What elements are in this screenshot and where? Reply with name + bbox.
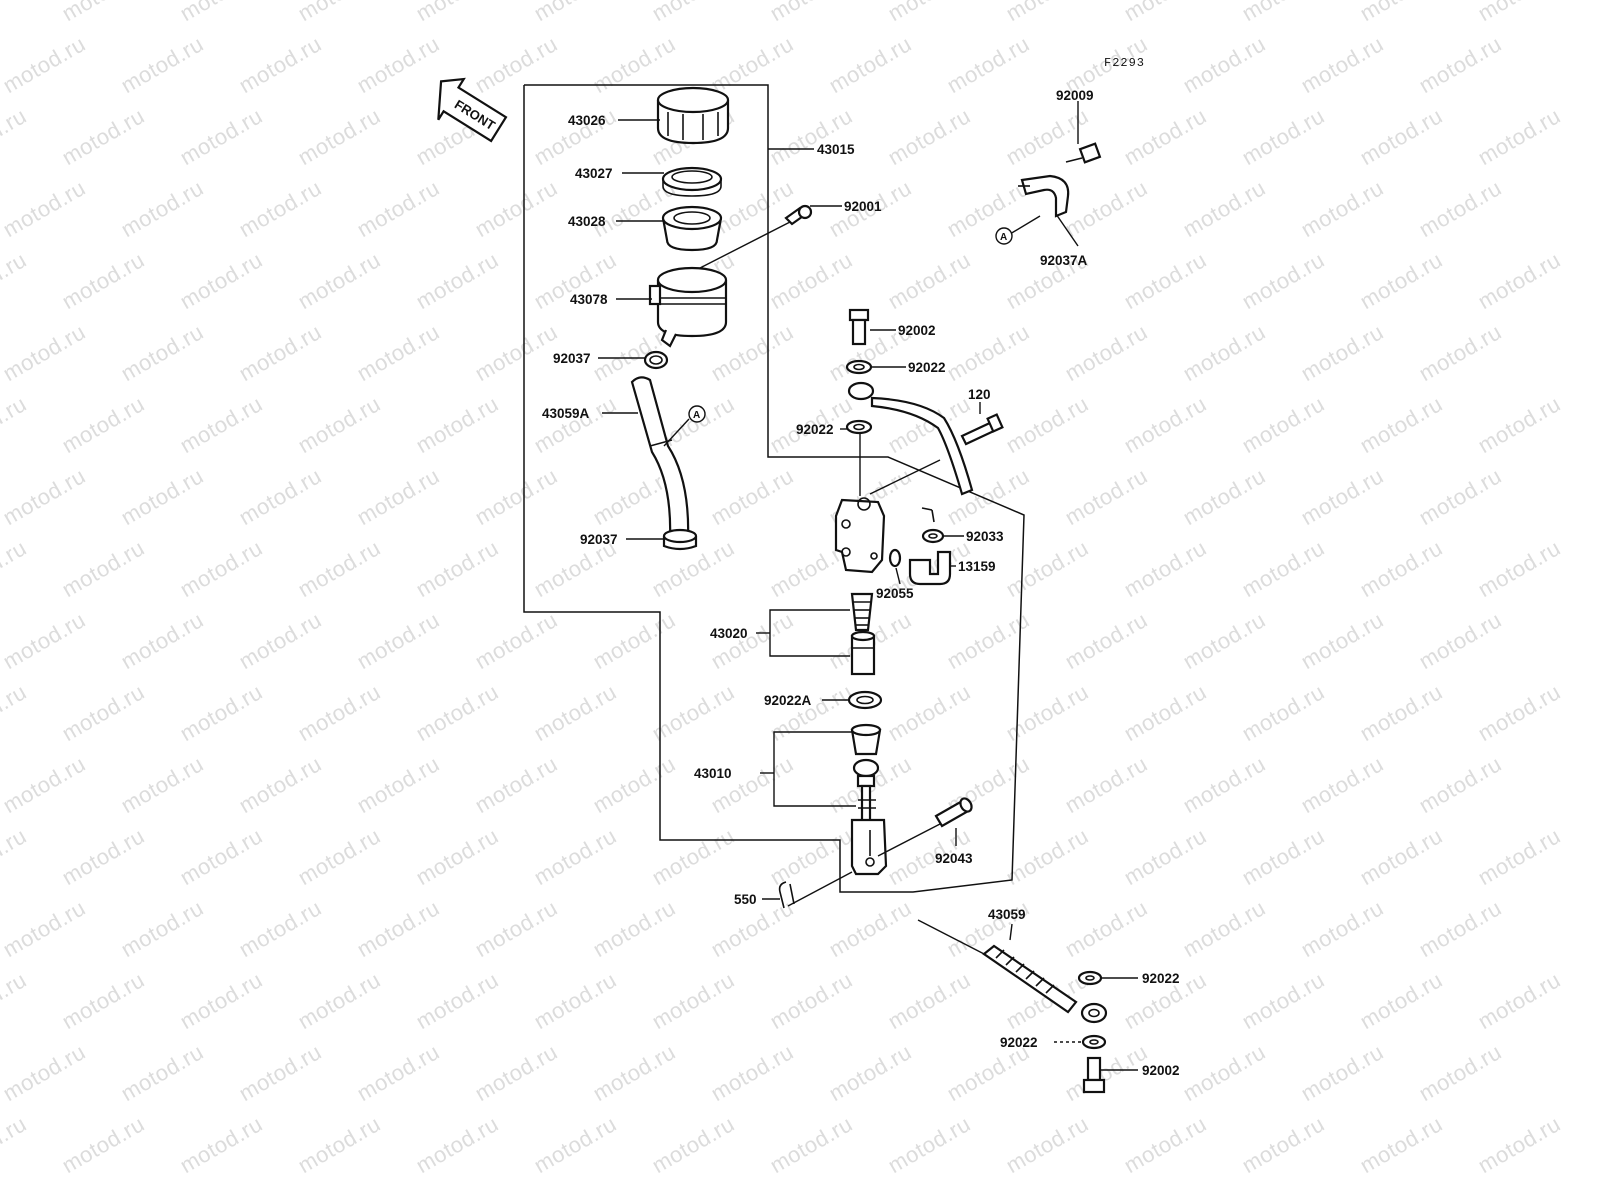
cap-plate [661,166,723,197]
washer-92022-upper [845,359,873,375]
marker-a-leader-top [1009,215,1041,235]
washer-92022-c [1077,970,1103,986]
label-550: 550 [734,892,757,907]
washer-92022-lower [845,419,873,435]
washer-92033 [921,528,945,544]
label-92043: 92043 [935,851,973,866]
brake-hose-upper [847,381,974,496]
washer-92022-d [1081,1034,1107,1050]
label-92001: 92001 [844,199,882,214]
label-92055: 92055 [876,586,914,601]
hose-lower-axis [917,919,989,957]
clamp-bracket [1018,174,1070,218]
figure-code: F2293 [1104,56,1145,70]
label-43027: 43027 [575,166,613,181]
label-43020: 43020 [710,626,748,641]
reservoir-tank [648,266,728,348]
label-43026: 43026 [568,113,606,128]
part-labels: 43026 43027 43028 43078 43015 92001 9203… [542,88,1180,1078]
label-92009: 92009 [1056,88,1094,103]
washer-92022A [847,690,883,710]
marker-a-leader-hose [663,418,690,447]
hose-axis-line [869,459,941,495]
label-43028: 43028 [568,214,606,229]
reservoir-cap [656,86,730,145]
reservoir-screw [784,204,813,226]
label-43015: 43015 [817,142,855,157]
tick-92033 [921,507,933,511]
label-92022-d: 92022 [1000,1035,1038,1050]
leader-lines [598,101,1138,1071]
svg-text:A: A [1000,232,1007,243]
banjo-bolt-top [848,308,870,346]
reservoir-hose [630,376,690,542]
push-rod [852,758,880,824]
hose-clamp-lower [662,528,698,551]
label-92022-b: 92022 [796,422,834,437]
marker-a-hose: A [688,405,706,423]
bolt-120 [960,413,1004,446]
label-92022-a: 92022 [908,360,946,375]
screw-guide-line [699,221,791,269]
label-43059: 43059 [988,907,1026,922]
svg-text:A: A [693,410,700,421]
hose-clamp-upper [643,350,669,370]
label-43059A: 43059A [542,406,590,421]
front-arrow-icon: FRONT [437,77,508,143]
o-ring-92055 [888,548,902,568]
marker-a-top: A [995,227,1013,245]
cylinder-body [834,497,886,574]
label-13159: 13159 [958,559,996,574]
cotter-axis-line [787,871,853,907]
label-43010: 43010 [694,766,732,781]
tick-92033-b [931,509,935,523]
diaphragm [661,205,723,252]
label-43078: 43078 [570,292,608,307]
bolt-92009 [1065,142,1102,164]
clevis [850,818,888,876]
label-92022-c: 92022 [1142,971,1180,986]
label-92033: 92033 [966,529,1004,544]
label-92002-top: 92002 [898,323,936,338]
label-120: 120 [968,387,991,402]
label-92022A: 92022A [764,693,812,708]
assembly-frame [523,84,1025,893]
pin-92043 [934,797,973,828]
label-92037A: 92037A [1040,253,1088,268]
hose-fitting-13159 [908,550,952,586]
pin-axis-line [877,823,941,857]
boot [850,723,882,756]
label-92037-bottom: 92037 [580,532,618,547]
piston-spring [850,592,874,632]
banjo-bolt-bottom [1082,1056,1106,1094]
brake-hose-lower [982,944,1108,1024]
label-92002-bottom: 92002 [1142,1063,1180,1078]
label-92037-top: 92037 [553,351,591,366]
piston [850,630,876,676]
cotter-pin-550 [778,881,795,909]
